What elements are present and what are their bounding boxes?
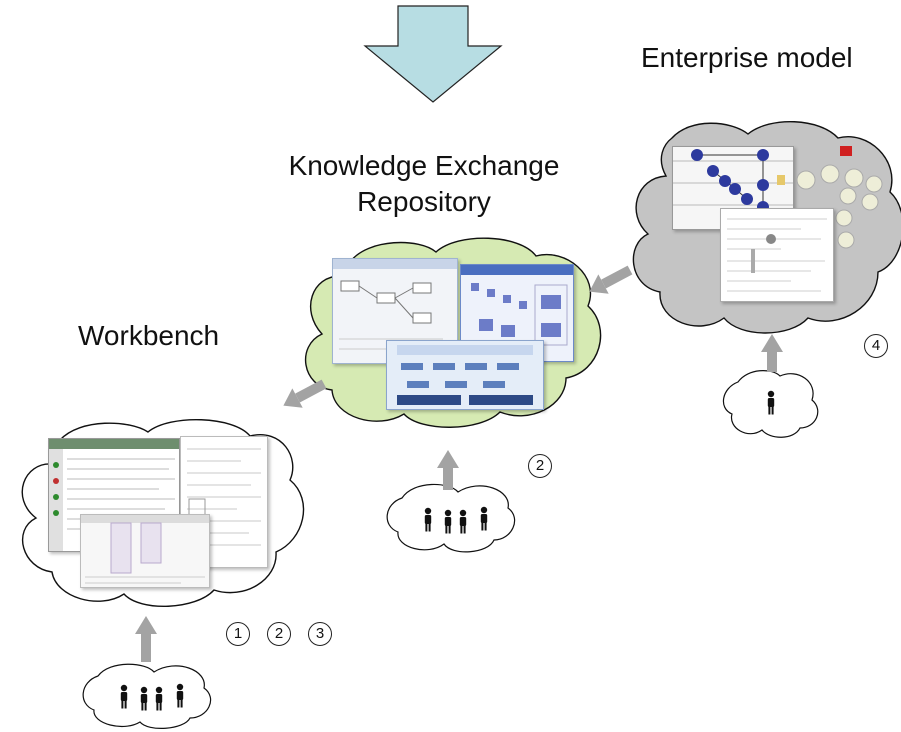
workbench-up-arrow xyxy=(135,616,157,662)
enterprise-model-document-screenshot xyxy=(720,208,834,302)
workbench-marker-2: 2 xyxy=(267,622,291,646)
repository-architecture-screenshot xyxy=(386,340,544,410)
node-cluster-graphic xyxy=(796,146,883,249)
enterprise-model-node-cluster xyxy=(790,144,886,254)
repository-marker-2: 2 xyxy=(528,454,552,478)
enterprise-up-arrow xyxy=(761,334,783,372)
enterprise-to-repository-arrow xyxy=(589,265,633,294)
workflow-window-graphic xyxy=(333,259,457,350)
list-window-graphic xyxy=(49,439,179,551)
workbench-label: Workbench xyxy=(78,320,220,351)
workbench-chart-screenshot xyxy=(80,514,210,588)
workbench-marker-1: 1 xyxy=(226,622,250,646)
document-lines-graphic xyxy=(727,218,827,292)
repository-to-workbench-arrow xyxy=(283,379,327,408)
workbench-marker-3: 3 xyxy=(308,622,332,646)
enterprise-model-label: Enterprise model xyxy=(641,42,853,73)
workbench-list-screenshot xyxy=(48,438,180,552)
chart-window-graphic xyxy=(81,515,209,584)
repository-up-arrow xyxy=(437,450,459,490)
workbench-form-screenshot xyxy=(180,436,268,568)
knowledge-exchange-label-line1: Knowledge Exchange xyxy=(288,150,560,181)
top-down-arrow xyxy=(363,5,503,103)
architecture-diagram-graphic xyxy=(397,345,533,405)
enterprise-marker-4: 4 xyxy=(864,334,888,358)
knowledge-exchange-label-line2: Repository xyxy=(357,186,491,217)
grid-window-graphic xyxy=(461,265,573,346)
